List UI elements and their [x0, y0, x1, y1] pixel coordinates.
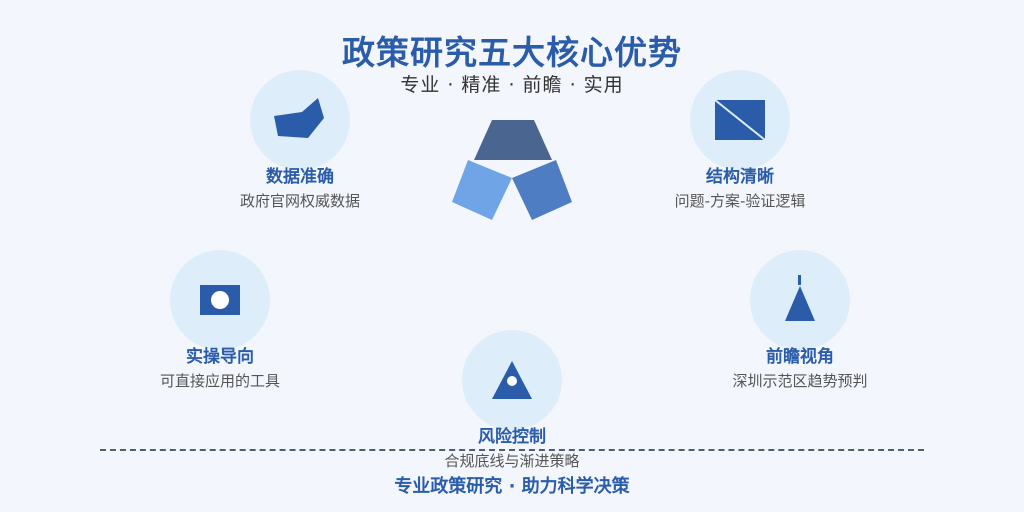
cup-icon	[274, 98, 324, 138]
item-desc: 政府官网权威数据	[239, 192, 360, 210]
footer-slogan: 专业政策研究 · 助力科学决策	[394, 476, 630, 497]
center-logo	[452, 120, 572, 220]
logo-right-segment	[512, 160, 572, 220]
tower-icon	[785, 275, 815, 321]
item-desc: 深圳示范区趋势预判	[732, 372, 868, 390]
item-icon-circle	[690, 70, 790, 170]
item-title: 结构清晰	[706, 167, 774, 187]
item-icon-circle	[750, 250, 850, 350]
divider	[100, 449, 924, 451]
split-square-icon	[714, 99, 766, 141]
item-title: 风险控制	[478, 427, 546, 447]
logo-left-segment	[452, 160, 512, 220]
item-desc: 问题-方案-验证逻辑	[674, 192, 806, 210]
toolbox-icon	[200, 285, 240, 315]
item-title: 前瞻视角	[766, 347, 834, 367]
item-icon-circle	[250, 70, 350, 170]
warning-icon	[492, 361, 532, 399]
logo-top-segment	[474, 120, 552, 160]
item-title: 实操导向	[186, 347, 254, 367]
item-desc: 合规底线与渐进策略	[444, 452, 580, 470]
item-title: 数据准确	[266, 167, 334, 187]
item-desc: 可直接应用的工具	[159, 372, 280, 390]
page-title: 政策研究五大核心优势	[342, 33, 682, 72]
item-icon-circle	[462, 330, 562, 430]
page-subtitle: 专业 · 精准 · 前瞻 · 实用	[400, 74, 624, 96]
item-icon-circle	[170, 250, 270, 350]
